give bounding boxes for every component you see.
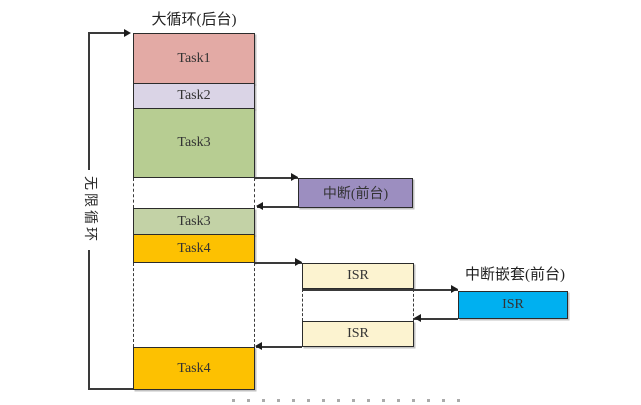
isr-first-box: ISR [302,263,414,289]
column-suspended-gap-isr [133,263,255,347]
nested-isr-label: ISR [502,297,524,312]
task-box-task2: Task2 [133,83,255,109]
nested-isr-box: ISR [458,291,568,319]
task-box-task3: Task3 [133,108,255,178]
task-box-task4: Task4 [133,234,255,263]
nested-interrupt-title: 中断嵌套(前台) [465,267,565,283]
column-suspended-gap-interrupt [133,178,255,208]
isr-second-box: ISR [302,321,414,347]
interrupt-return-line [257,206,298,208]
interrupt-box: 中断(前台) [298,178,413,208]
task3-label: Task3 [177,135,211,150]
isr-call-arrowhead-icon [295,258,302,266]
isr-call-line [255,262,302,264]
clipped-caption-fragment [232,399,472,402]
interrupt-call-line [255,177,298,179]
interrupt-return-arrowhead-icon [256,202,263,210]
isr-suspended-dashed-right [413,289,414,321]
isr-first-label: ISR [347,268,369,283]
loop-entry-arrowhead-icon [124,29,131,37]
task4-label: Task4 [177,240,211,256]
infinite-loop-label: 无限循环 [81,170,97,250]
isr-return-arrowhead-icon [255,342,262,350]
task4-resume-label: Task4 [177,360,211,376]
task-box-task4-resume: Task4 [133,347,255,390]
isr-suspended-dashed-left [302,289,303,321]
interrupt-label: 中断(前台) [322,187,389,202]
isr-second-label: ISR [347,326,369,341]
background-loop-title: 大循环(后台) [151,12,237,28]
loop-bracket-top-line [88,32,125,34]
task3-resume-label: Task3 [177,213,211,229]
nested-isr-return-arrowhead-icon [414,314,421,322]
nested-isr-return-line [414,318,458,320]
task1-label: Task1 [177,50,211,66]
nested-isr-call-line [302,289,458,291]
task-box-task3-resume: Task3 [133,208,255,235]
loop-bracket-bottom-line [88,388,133,390]
interrupt-call-arrowhead-icon [291,173,298,181]
isr-return-line [256,346,302,348]
nested-isr-call-arrowhead-icon [451,285,458,293]
task2-label: Task2 [177,88,211,103]
task-box-task1: Task1 [133,33,255,84]
